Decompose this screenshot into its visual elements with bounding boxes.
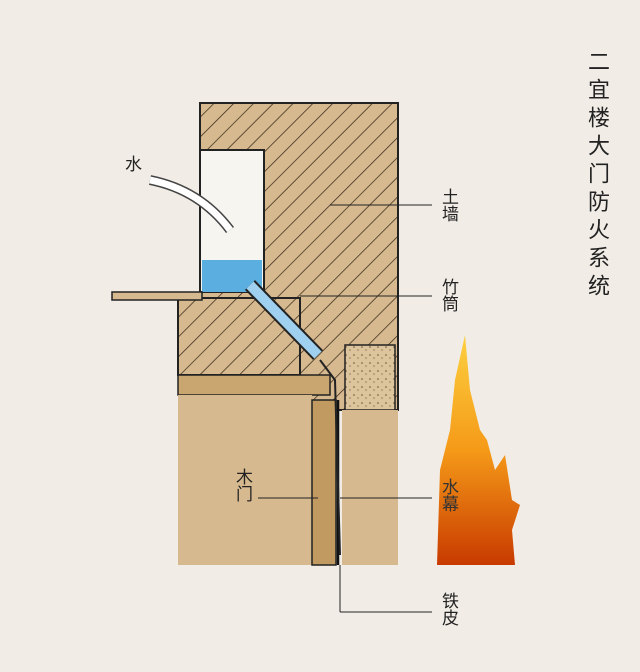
beam-row [177, 374, 331, 396]
label-bamboo-tube: 竹筒 [438, 278, 458, 312]
label-earth-wall: 土墙 [438, 188, 458, 222]
label-iron-sheet: 铁皮 [438, 592, 458, 626]
label-wooden-door: 木门 [232, 468, 252, 502]
fire [437, 335, 520, 565]
right-lower-wall [342, 410, 398, 565]
diagram-title: 二宜楼大门防火系统 [584, 50, 609, 302]
wooden-door [311, 399, 337, 566]
sill-ledge [111, 291, 203, 301]
water-curtain-arrow [319, 359, 341, 556]
sand-block [344, 344, 396, 411]
label-water-curtain: 水幕 [438, 478, 458, 512]
door-frame-area [178, 395, 312, 565]
label-water: 水 [125, 155, 142, 175]
